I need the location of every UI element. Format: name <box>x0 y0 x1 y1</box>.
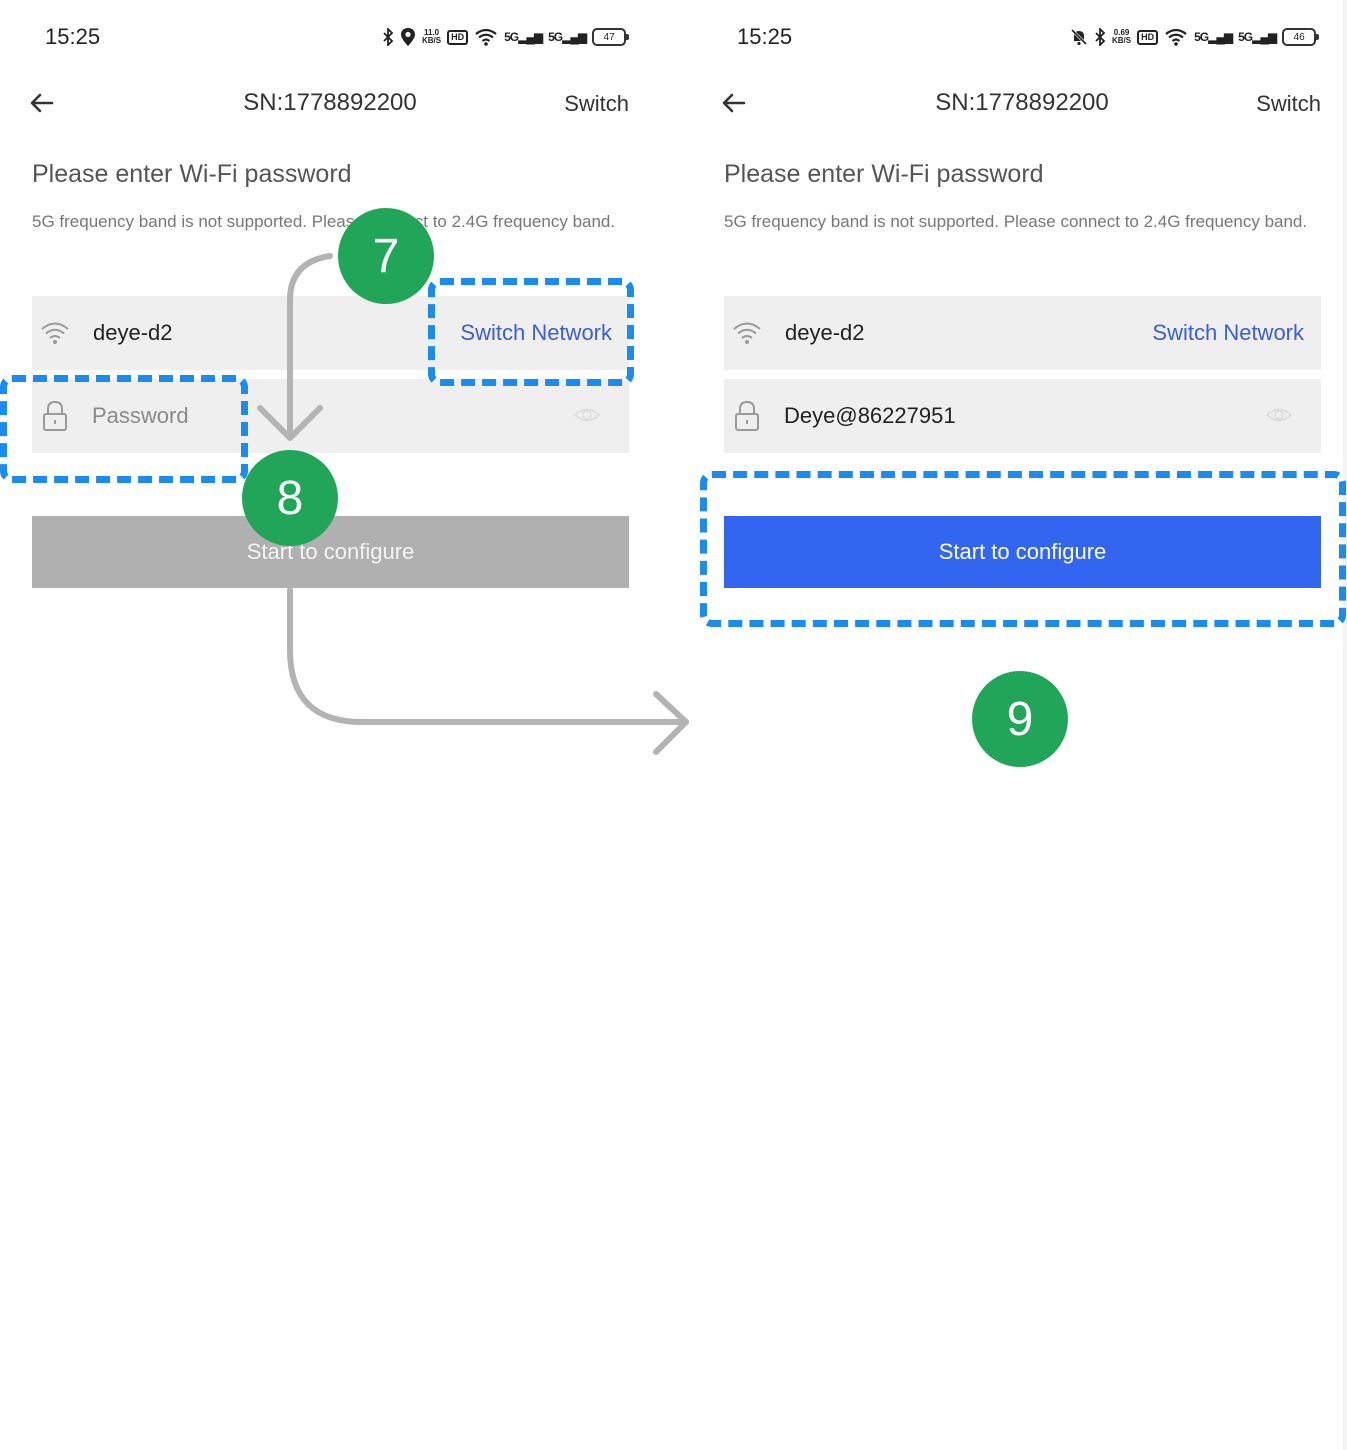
password-input[interactable] <box>784 397 1224 435</box>
wifi-status-icon <box>1164 28 1188 46</box>
page-heading: Please enter Wi-Fi password <box>724 160 1044 188</box>
device-serial-title: SN:1778892200 <box>243 89 417 116</box>
arrowhead-right-icon <box>653 691 689 755</box>
wifi-network-row: deye-d2 Switch Network <box>724 296 1321 370</box>
signal-sim2-icon: 5G▂▄▆ <box>1238 30 1277 44</box>
signal-sim1-icon: 5G▂▄▆ <box>1194 30 1233 44</box>
hd-badge: HD <box>1137 29 1159 45</box>
net-speed-unit: KB/S <box>422 36 442 45</box>
bluetooth-icon <box>382 28 394 46</box>
password-row <box>32 379 629 453</box>
back-arrow-icon[interactable] <box>28 88 58 118</box>
screen-edge-divider <box>1343 0 1347 1450</box>
lock-icon <box>38 399 72 433</box>
step-badge-8: 8 <box>242 450 338 546</box>
switch-network-link[interactable]: Switch Network <box>460 320 612 345</box>
battery-level: 46 <box>1293 31 1305 43</box>
mute-bell-icon <box>1070 28 1088 46</box>
net-speed-value: 11.0 <box>423 28 440 37</box>
sim1-label: 5G <box>1194 30 1209 44</box>
sim1-label: 5G <box>504 30 519 44</box>
switch-device-button[interactable]: Switch <box>564 91 629 116</box>
frequency-note: 5G frequency band is not supported. Plea… <box>32 212 616 231</box>
start-configure-button[interactable]: Start to configure <box>32 516 629 588</box>
wifi-ssid: deye-d2 <box>93 320 173 345</box>
net-speed-unit: KB/S <box>1112 36 1132 45</box>
wifi-status-icon <box>474 28 498 46</box>
wifi-icon <box>38 316 72 350</box>
battery-icon: 46 <box>1282 28 1320 46</box>
signal-sim1-icon: 5G▂▄▆ <box>504 30 543 44</box>
switch-device-button[interactable]: Switch <box>1256 91 1321 116</box>
wifi-icon <box>730 316 764 350</box>
start-configure-button[interactable]: Start to configure <box>724 516 1321 588</box>
back-arrow-icon[interactable] <box>720 88 750 118</box>
sim2-label: 5G <box>1238 30 1253 44</box>
step-badge-7: 7 <box>338 208 434 304</box>
wifi-ssid: deye-d2 <box>785 320 865 345</box>
net-speed-value: 0.69 <box>1113 28 1130 37</box>
frequency-note: 5G frequency band is not supported. Plea… <box>724 212 1308 231</box>
signal-sim2-icon: 5G▂▄▆ <box>548 30 587 44</box>
password-row <box>724 379 1321 453</box>
device-serial-title: SN:1778892200 <box>935 89 1109 116</box>
battery-icon: 47 <box>592 28 630 46</box>
status-time: 15:25 <box>737 24 793 49</box>
sim2-label: 5G <box>548 30 563 44</box>
lock-icon <box>730 399 764 433</box>
location-icon <box>400 27 416 47</box>
page-heading: Please enter Wi-Fi password <box>32 160 352 188</box>
switch-network-link[interactable]: Switch Network <box>1152 320 1304 345</box>
password-input[interactable] <box>92 397 532 435</box>
wifi-network-row: deye-d2 Switch Network <box>32 296 629 370</box>
bluetooth-icon <box>1094 28 1106 46</box>
step-badge-9: 9 <box>972 671 1068 767</box>
status-time: 15:25 <box>45 24 101 49</box>
show-password-eye-icon[interactable] <box>573 404 601 426</box>
battery-level: 47 <box>603 31 615 43</box>
show-password-eye-icon[interactable] <box>1265 404 1293 426</box>
hd-badge: HD <box>447 29 469 45</box>
